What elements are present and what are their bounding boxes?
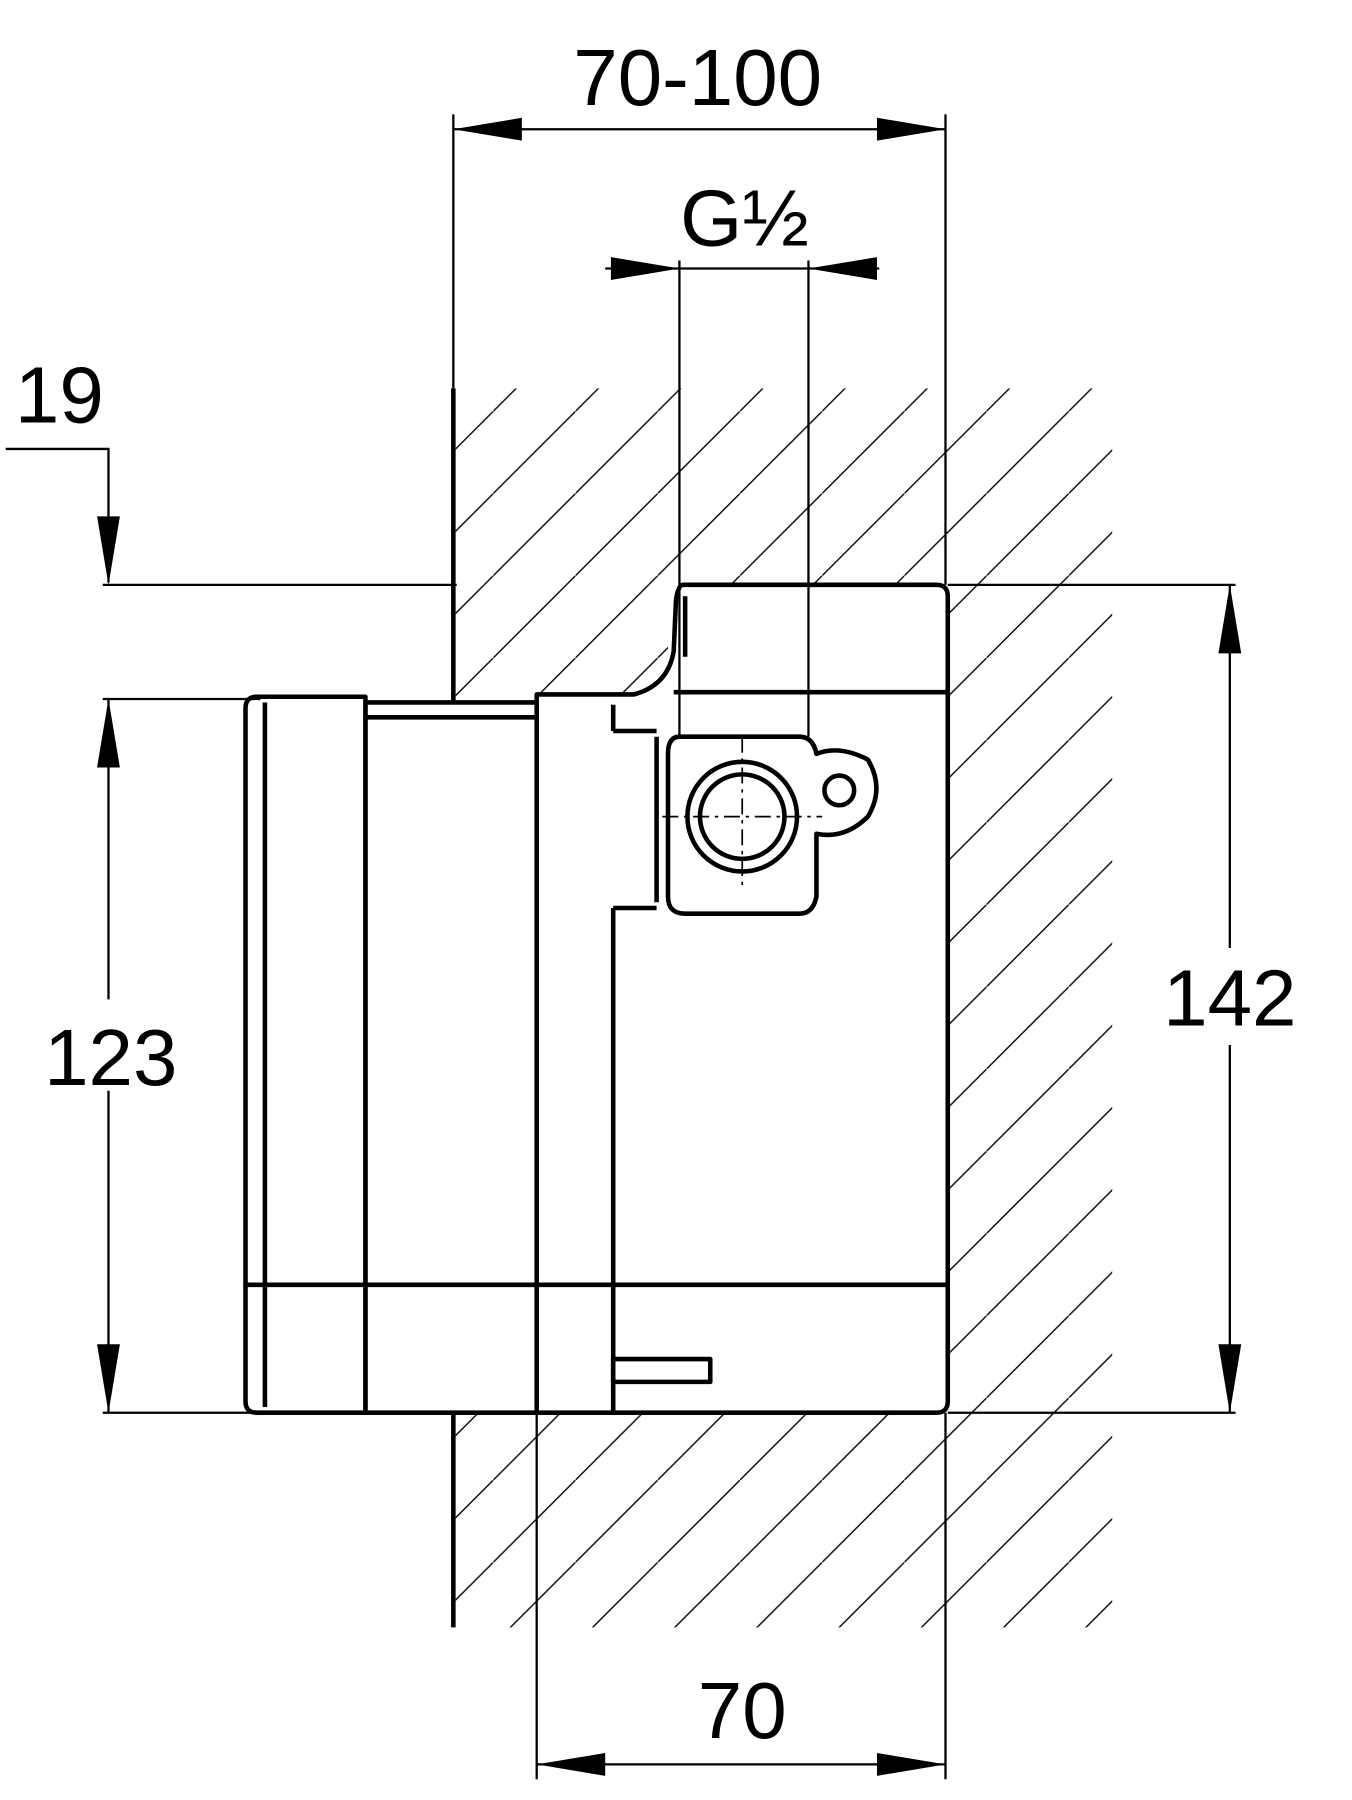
dimension-label-top-offset: 19 bbox=[15, 351, 104, 440]
dimension-label-thread: G½ bbox=[680, 174, 809, 263]
dimension-top-offset: 19 bbox=[5, 351, 457, 586]
dimension-label-body-depth: 70 bbox=[698, 1666, 787, 1755]
dimension-body-depth: 70 bbox=[535, 1412, 947, 1780]
dimension-label-front-plate-height: 123 bbox=[44, 1013, 177, 1102]
dimension-label-wall-depth: 70-100 bbox=[573, 33, 822, 122]
dimension-label-body-height: 142 bbox=[1163, 954, 1296, 1043]
dimension-body-height: 142 bbox=[947, 583, 1296, 1414]
dimension-front-plate-height: 123 bbox=[44, 697, 261, 1414]
water-inlet-fitting bbox=[662, 736, 857, 886]
dimension-wall-depth: 70-100 bbox=[452, 33, 947, 585]
dimension-thread: G½ bbox=[605, 174, 880, 737]
